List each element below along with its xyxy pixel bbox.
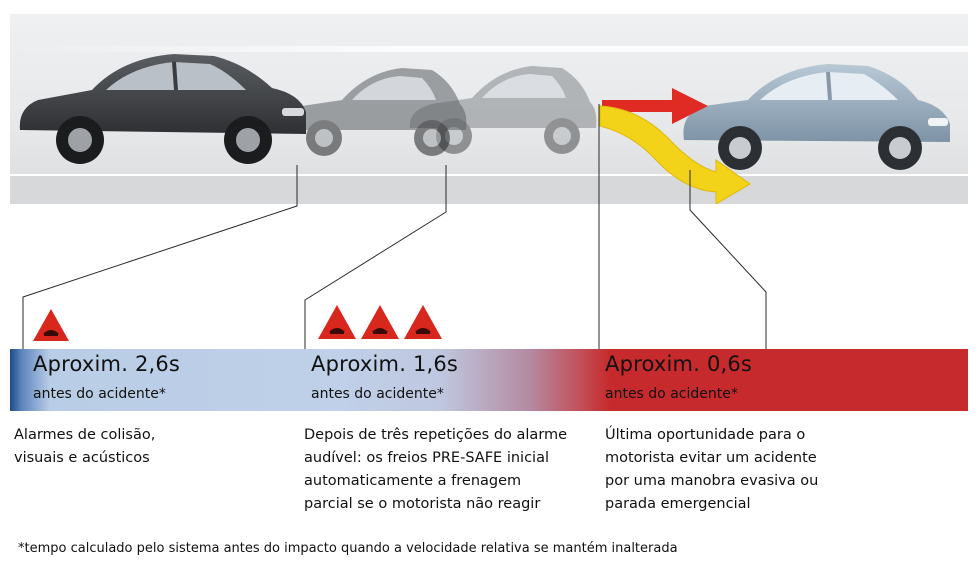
description-line: visuais e acústicos bbox=[14, 450, 150, 466]
timeline-band bbox=[10, 349, 968, 411]
warning-triangle-icon bbox=[361, 305, 399, 339]
red-arrow bbox=[602, 88, 708, 124]
warning-triangle-icon bbox=[33, 309, 69, 341]
stage-2-subtitle: antes do acidente* bbox=[311, 386, 444, 402]
ghost-car-2 bbox=[279, 68, 467, 156]
stage-3-title: Aproxim. 0,6s bbox=[605, 352, 753, 376]
following-car bbox=[19, 54, 307, 164]
collision-scene-illustration bbox=[10, 14, 968, 204]
description-line: Alarmes de colisão, bbox=[14, 427, 156, 443]
stage-3-description: Última oportunidade para o motorista evi… bbox=[605, 424, 818, 516]
footnote: *tempo calculado pelo sistema antes do i… bbox=[18, 541, 678, 556]
description-line: parcial se o motorista não reagir bbox=[304, 496, 541, 512]
warning-triangle-icon bbox=[318, 305, 356, 339]
description-line: automaticamente a frenagem bbox=[304, 473, 522, 489]
stage-2-title: Aproxim. 1,6s bbox=[311, 352, 459, 376]
stage-1-subtitle: antes do acidente* bbox=[33, 386, 166, 402]
stage-1-title: Aproxim. 2,6s bbox=[33, 352, 181, 376]
stage-1-description: Alarmes de colisão, visuais e acústicos bbox=[14, 424, 155, 470]
lane-marking bbox=[10, 46, 968, 52]
yellow-evasive-arrow bbox=[599, 105, 751, 204]
description-line: Última oportunidade para o bbox=[605, 427, 806, 443]
warning-triangle-icon bbox=[404, 305, 442, 339]
description-line: Depois de três repetições do alarme bbox=[304, 427, 568, 443]
description-line: por uma manobra evasiva ou bbox=[605, 473, 819, 489]
lead-car bbox=[683, 64, 950, 170]
description-line: motorista evitar um acidente bbox=[605, 450, 817, 466]
description-line: parada emergencial bbox=[605, 496, 751, 512]
description-line: audível: os freios PRE-SAFE inicial bbox=[304, 450, 549, 466]
stage-2-description: Depois de três repetições do alarme audí… bbox=[304, 424, 567, 516]
stage-3-subtitle: antes do acidente* bbox=[605, 386, 738, 402]
